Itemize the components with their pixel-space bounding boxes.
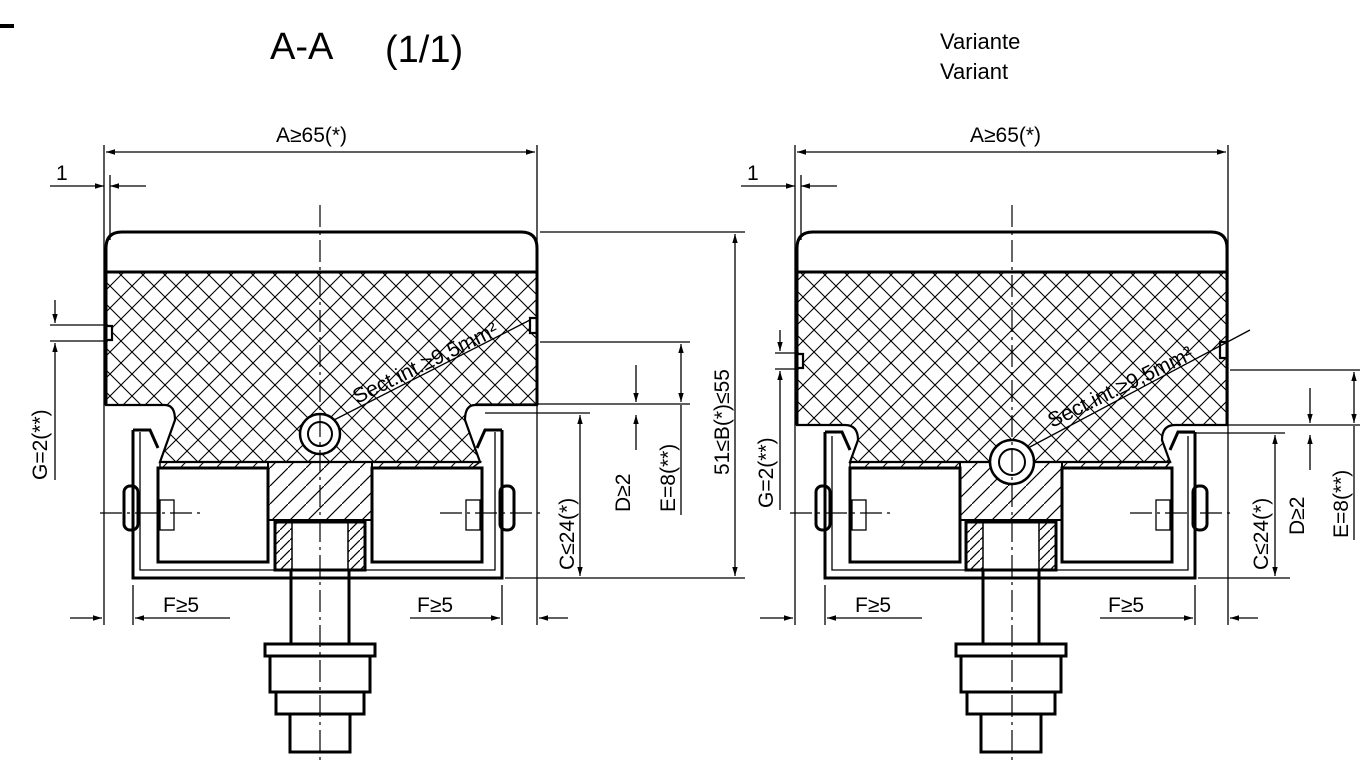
left-groove-label: G=2(**) [29, 409, 52, 480]
right-nut [959, 654, 1063, 694]
right-housing [823, 432, 1197, 580]
variant-label-en: Variant [940, 59, 1008, 84]
section-title: A-A [270, 26, 334, 68]
left-depth-e-label: E=8(**) [657, 444, 680, 512]
left-cap-outline [104, 230, 539, 405]
variant-label-fr: Variante [940, 29, 1020, 54]
left-depth-d-label: D≥2 [612, 474, 635, 512]
left-flange-left-label: F≥5 [163, 594, 199, 617]
left-height-b-label: 51≤B(*)≤55 [711, 369, 734, 475]
right-view: Sect.int.≥9,5mm² A≥65(*) 1 G=2(**) F≥5 F… [741, 124, 1360, 765]
left-width-label: A≥65(*) [276, 124, 347, 147]
right-depth-d-label: D≥2 [1286, 497, 1309, 535]
left-gap-label: 1 [56, 162, 68, 185]
left-height-c-label: C≤24(*) [556, 498, 579, 570]
right-depth-e-label: E=8(**) [1330, 470, 1353, 538]
right-flange-left-label: F≥5 [855, 594, 891, 617]
right-width-label: A≥65(*) [970, 124, 1041, 147]
left-housing [131, 430, 504, 580]
scale-label: (1/1) [385, 29, 463, 71]
right-groove-label: G=2(**) [755, 437, 778, 508]
left-flange-right-label: F≥5 [417, 594, 453, 617]
right-height-c-label: C≤24(*) [1250, 498, 1273, 570]
right-gap-label: 1 [747, 162, 759, 185]
left-view: Sect.int.≥9,5mm² A≥65(*) 1 G=2(**) F≥5 F… [29, 124, 745, 765]
right-flange-right-label: F≥5 [1108, 594, 1144, 617]
right-bolt-shaft [981, 568, 1041, 646]
